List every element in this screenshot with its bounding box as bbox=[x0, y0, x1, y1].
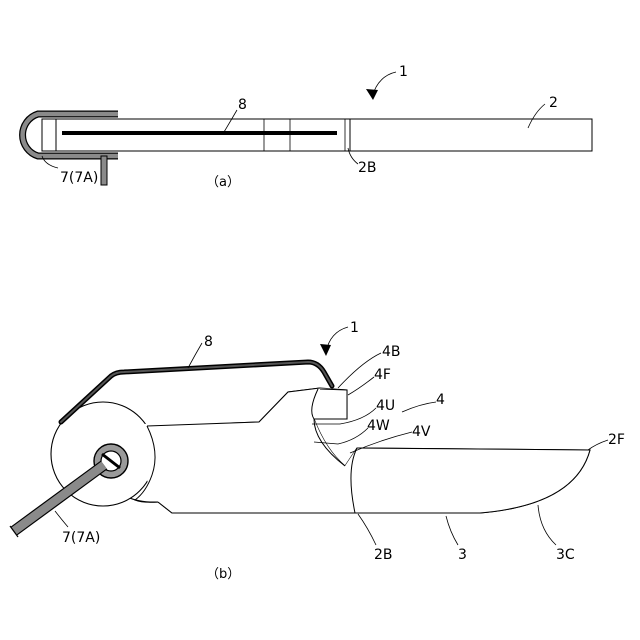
label-2F-b: 2F bbox=[608, 432, 625, 448]
label-7-a: 7(7A) bbox=[60, 170, 98, 186]
label-4-b: 4 bbox=[436, 392, 445, 408]
caption-b: （b） bbox=[206, 567, 240, 582]
label-1-b: 1 bbox=[350, 320, 359, 336]
body-overlay-b bbox=[140, 388, 590, 513]
label-2B-b: 2B bbox=[374, 547, 393, 563]
leader-4-b bbox=[402, 402, 436, 412]
label-2-a: 2 bbox=[549, 95, 558, 111]
label-3C-b: 3C bbox=[556, 547, 575, 563]
leader-7-b bbox=[55, 511, 68, 527]
label-8-a: 8 bbox=[238, 97, 247, 113]
leader-2F-b bbox=[588, 440, 608, 450]
leader-3C-b bbox=[538, 505, 556, 545]
label-4B-b: 4B bbox=[382, 344, 401, 360]
arrowhead-1-a bbox=[366, 89, 378, 100]
leader-2-a bbox=[528, 104, 545, 128]
arrowhead-1-b bbox=[320, 344, 331, 356]
caption-a: （a） bbox=[206, 175, 240, 190]
end-plate-a bbox=[42, 119, 56, 151]
label-2B-a: 2B bbox=[358, 160, 377, 176]
figure-b: 1 8 4B 4F 4U 4 4W 4V 2F 7(7A) 2B 3 3C （b… bbox=[10, 320, 625, 582]
label-7-b: 7(7A) bbox=[62, 530, 100, 546]
clip-tab-a bbox=[101, 156, 107, 185]
leader-4F-b bbox=[348, 377, 374, 395]
figure-a: 1 8 2 2B 7(7A) （a） bbox=[23, 64, 592, 190]
label-4V-b: 4V bbox=[412, 424, 431, 440]
blade-outline-a bbox=[350, 119, 592, 151]
leader-8-a bbox=[224, 110, 237, 132]
label-4F-b: 4F bbox=[374, 367, 391, 383]
label-3-b: 3 bbox=[458, 547, 467, 563]
label-8-b: 8 bbox=[204, 334, 213, 350]
leader-2B-b bbox=[358, 514, 376, 545]
label-1-a: 1 bbox=[399, 64, 408, 80]
label-4U-b: 4U bbox=[376, 398, 395, 414]
leader-3-b bbox=[446, 516, 458, 545]
leader-4W-b bbox=[338, 428, 368, 444]
label-4W-b: 4W bbox=[367, 418, 390, 434]
leader-8-b bbox=[188, 343, 202, 368]
